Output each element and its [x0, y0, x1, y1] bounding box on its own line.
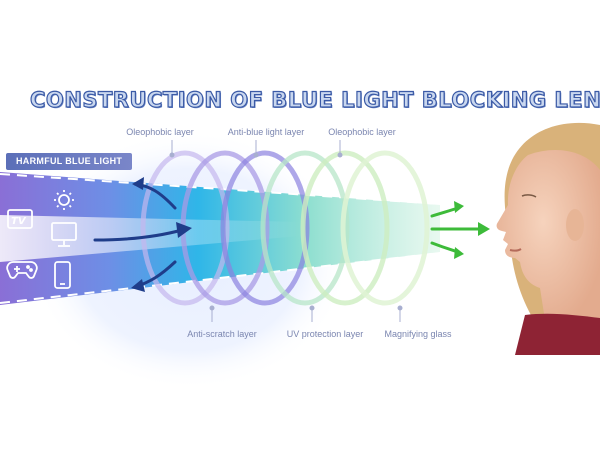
label-leaders: [169, 140, 403, 322]
lens-layers: [140, 150, 430, 306]
lens-layer-1: [140, 150, 230, 306]
lens-layer-6: [340, 150, 430, 306]
monitor-icon: [51, 222, 77, 247]
incoming-arrow: [93, 228, 184, 242]
label-uv-protection-layer: UV protection layer: [286, 329, 364, 339]
gamepad-icon: [6, 261, 38, 279]
harmful-blue-light-badge: HARMFUL BLUE LIGHT: [6, 153, 133, 170]
label-anti-blue-light-layer: Anti-blue light layer: [227, 127, 305, 137]
label-oleophobic-layer-1: Oleophobic layer: [126, 127, 194, 137]
ear: [566, 209, 584, 241]
beam-upper-edge: [0, 173, 441, 205]
face: [496, 150, 600, 330]
diagram-title: CONSTRUCTION OF BLUE LIGHT BLOCKING LENS: [29, 87, 600, 112]
lens-layer-5: [300, 150, 390, 306]
lens-layer-4: [260, 150, 350, 306]
label-oleophobic-layer-2: Oleophobic layer: [328, 127, 396, 137]
filtered-light-arrows: [430, 201, 490, 259]
label-anti-scratch-layer: Anti-scratch layer: [187, 329, 257, 339]
device-icons: TV: [6, 190, 77, 289]
tv-icon: TV: [7, 209, 33, 229]
top-garment: [515, 313, 600, 355]
blue-light-arrows: [93, 177, 192, 292]
label-magnifying-glass: Magnifying glass: [384, 329, 452, 339]
beam-lower-edge: [0, 252, 441, 304]
lips: [509, 248, 522, 252]
eye: [521, 194, 537, 198]
sun-icon: [54, 190, 74, 210]
svg-text:TV: TV: [11, 216, 27, 227]
woman-portrait: [496, 122, 600, 355]
phone-icon: [54, 261, 71, 289]
lens-layer-3: [220, 150, 310, 306]
